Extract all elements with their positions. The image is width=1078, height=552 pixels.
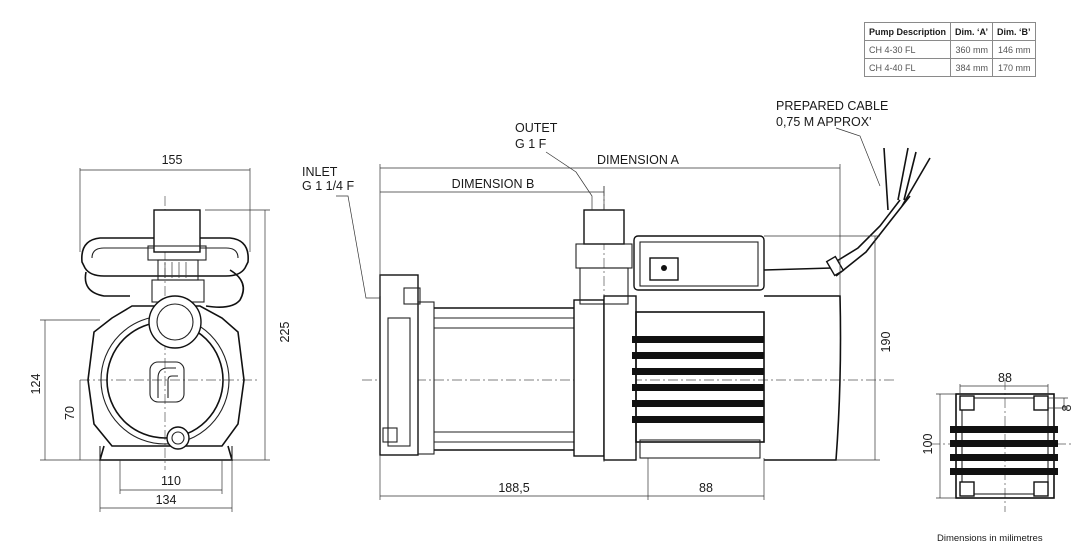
col-pump-description: Pump Description bbox=[863, 22, 952, 41]
dim-base-8: 8 bbox=[1060, 404, 1074, 411]
front-view bbox=[80, 196, 258, 470]
dim-124: 124 bbox=[29, 374, 43, 395]
inlet-label-1: INLET bbox=[302, 165, 338, 179]
outlet-label-2: G 1 F bbox=[515, 137, 547, 151]
cell-description: CH 4-40 FL bbox=[863, 58, 952, 77]
dimension-a-label: DIMENSION A bbox=[597, 153, 680, 167]
side-view bbox=[362, 147, 931, 462]
dim-side-88: 88 bbox=[699, 481, 713, 495]
dim-190: 190 bbox=[879, 332, 893, 353]
dim-134: 134 bbox=[156, 493, 177, 507]
cable-label-1: PREPARED CABLE bbox=[776, 99, 888, 113]
cell-dim-b: 170 mm bbox=[992, 58, 1036, 77]
cell-dim-b: 146 mm bbox=[992, 40, 1036, 59]
dim-155: 155 bbox=[162, 153, 183, 167]
inlet-label-2: G 1 1/4 F bbox=[302, 179, 354, 193]
col-dim-a: Dim. ‘A’ bbox=[950, 22, 994, 41]
cell-dim-a: 384 mm bbox=[950, 58, 994, 77]
base-dimensions: 88 8 100 bbox=[921, 371, 1074, 499]
dim-base-100: 100 bbox=[921, 434, 935, 455]
spec-table-header: Pump Description Dim. ‘A’ Dim. ‘B’ bbox=[863, 22, 1036, 41]
cable-label-2: 0,75 M APPROX' bbox=[776, 115, 871, 129]
side-dimensions: DIMENSION A DIMENSION B 188,5 88 190 bbox=[336, 127, 893, 500]
cell-description: CH 4-30 FL bbox=[863, 40, 952, 59]
units-note: Dimensions in milimetres bbox=[937, 533, 1043, 544]
cell-dim-a: 360 mm bbox=[950, 40, 994, 59]
dim-70: 70 bbox=[63, 406, 77, 420]
table-row: CH 4-40 FL 384 mm 170 mm bbox=[863, 58, 1036, 77]
dim-110: 110 bbox=[161, 474, 181, 488]
spec-table: Pump Description Dim. ‘A’ Dim. ‘B’ CH 4-… bbox=[863, 22, 1036, 77]
dimension-b-label: DIMENSION B bbox=[452, 177, 535, 191]
dim-188-5: 188,5 bbox=[498, 481, 529, 495]
outlet-label-1: OUTET bbox=[515, 121, 558, 135]
base-view bbox=[930, 380, 1072, 512]
dim-base-88: 88 bbox=[998, 371, 1012, 385]
motor-fins bbox=[632, 336, 764, 423]
table-row: CH 4-30 FL 360 mm 146 mm bbox=[863, 40, 1036, 59]
col-dim-b: Dim. ‘B’ bbox=[992, 22, 1036, 41]
front-dimensions: 155 225 124 70 110 134 bbox=[29, 153, 292, 512]
dim-225: 225 bbox=[278, 322, 292, 343]
